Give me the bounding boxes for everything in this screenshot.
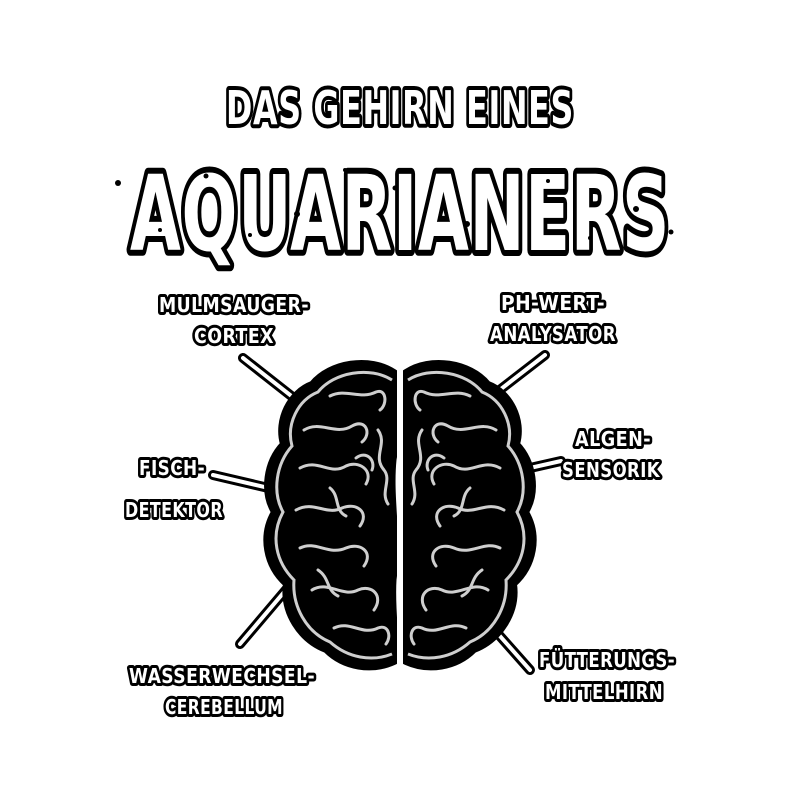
labels: MULMSAUGER- CORTEX PH-WERT- ANALYSATOR F…: [122, 288, 678, 722]
label-phwert: PH-WERT- ANALYSATOR: [487, 288, 619, 349]
label-fuetterung-line-1: FÜTTERUNGS-: [539, 648, 675, 672]
label-algen-line-2: SENSORIK: [562, 458, 661, 482]
label-algen-line-1: ALGEN-: [575, 427, 651, 451]
label-mulmsauger-line-2: CORTEX: [194, 324, 274, 348]
label-fuetterung: FÜTTERUNGS- MITTELHIRN: [536, 645, 678, 707]
brain-folds: [294, 389, 506, 646]
brain-illustration: [263, 359, 537, 671]
headline: DAS GEHIRN EINES AQUARIANERS: [115, 77, 675, 281]
label-fisch: FISCH- DETEKTOR: [122, 453, 226, 525]
label-fisch-line-2: DETEKTOR: [125, 498, 223, 522]
label-fuetterung-line-2: MITTELHIRN: [545, 680, 663, 704]
brain-outline-right: [407, 370, 526, 660]
label-mulmsauger-line-1: MULMSAUGER-: [159, 293, 309, 317]
brain-right-hemisphere: [403, 359, 537, 671]
brain-outline-left: [274, 370, 393, 660]
headline-line-2: AQUARIANERS: [130, 153, 670, 275]
headline-speckles: [115, 168, 674, 240]
label-phwert-line-2: ANALYSATOR: [490, 322, 616, 346]
label-fisch-line-1: FISCH-: [139, 456, 205, 480]
label-algen: ALGEN- SENSORIK: [559, 424, 663, 485]
brain-center-fissure: [395, 371, 402, 665]
label-wasserwechsel-line-1: WASSERWECHSEL-: [129, 664, 315, 688]
label-phwert-line-1: PH-WERT-: [501, 291, 605, 315]
label-wasserwechsel-line-2: CEREBELLUM: [165, 695, 283, 719]
label-mulmsauger: MULMSAUGER- CORTEX: [156, 290, 312, 351]
label-wasserwechsel: WASSERWECHSEL- CEREBELLUM: [126, 661, 318, 722]
brain-left-hemisphere: [263, 359, 397, 671]
headline-line-1: DAS GEHIRN EINES: [226, 81, 574, 135]
